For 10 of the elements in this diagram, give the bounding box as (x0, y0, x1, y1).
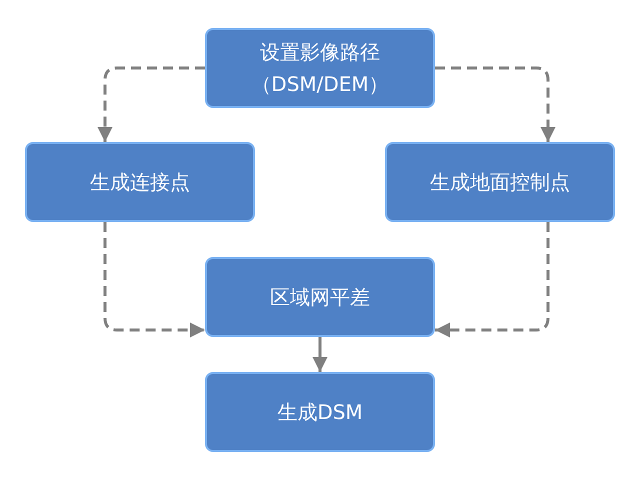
arrow (435, 222, 550, 338)
process-box: 生成DSM (205, 372, 435, 452)
process-box: 区域网平差 (205, 257, 435, 337)
process-box: 设置影像路径（DSM/DEM） (205, 28, 435, 108)
arrow (435, 66, 556, 142)
process-box: 生成连接点 (25, 142, 255, 222)
arrow (98, 66, 205, 142)
arrow (312, 337, 328, 372)
process-box: 生成地面控制点 (385, 142, 615, 222)
arrow (104, 222, 205, 338)
